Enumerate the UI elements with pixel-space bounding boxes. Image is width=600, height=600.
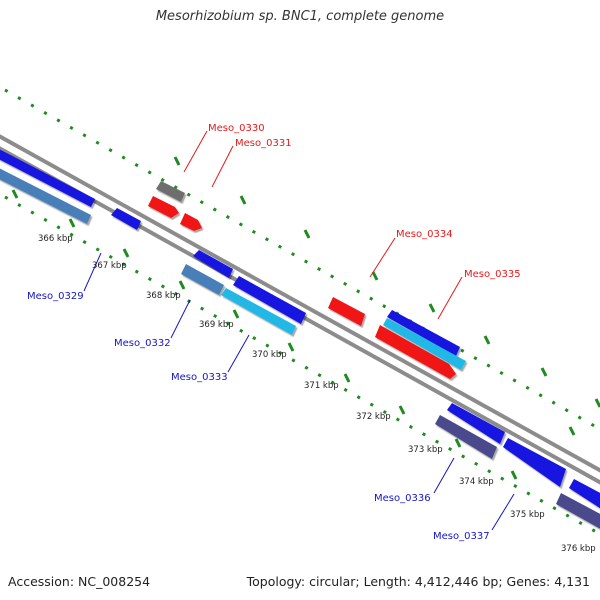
tick-label: 372 kbp [356, 412, 391, 422]
gene-upper-blue-a[interactable] [0, 147, 95, 207]
gene-upper-steel-a[interactable] [0, 166, 91, 224]
map-title: Mesorhizobium sp. BNC1, complete genome [155, 9, 445, 24]
gene-label[interactable]: Meso_0334 [396, 229, 453, 240]
tick-labels: 366 kbp 367 kbp 368 kbp 369 kbp 370 kbp … [38, 234, 596, 554]
gene-meso-0330[interactable] [156, 181, 185, 202]
reverse-genes [0, 147, 600, 532]
forward-genes [148, 181, 456, 379]
inner-dotted-ring [4, 195, 600, 536]
forward-leaders [183, 130, 463, 320]
gene-meso-0337-b[interactable] [556, 493, 600, 532]
tick-label: 369 kbp [199, 320, 234, 330]
gene-label[interactable]: Meso_0333 [171, 372, 228, 383]
tick-label: 373 kbp [408, 445, 443, 455]
tick-label: 370 kbp [252, 350, 287, 360]
gene-meso-0336-b[interactable] [435, 415, 497, 459]
gene-meso-0335-fwd[interactable] [375, 325, 456, 379]
gene-label[interactable]: Meso_0336 [374, 493, 431, 504]
accession-label: Accession: NC_008254 [8, 574, 151, 589]
gene-meso-0337-a[interactable] [569, 479, 600, 512]
reverse-leaders [83, 252, 515, 531]
gene-meso-0334[interactable] [328, 297, 365, 326]
gene-meso-0333-b[interactable] [221, 288, 296, 335]
gene-meso-0333-a[interactable] [233, 276, 306, 324]
gene-meso-0335-b[interactable] [383, 318, 466, 370]
tick-label: 368 kbp [146, 291, 181, 301]
major-ticks [0, 156, 600, 512]
gene-lower-blue-a[interactable] [503, 438, 566, 487]
tick-label: 374 kbp [459, 477, 494, 487]
gene-meso-0332-b[interactable] [181, 264, 224, 295]
gene-meso-0332-a[interactable] [193, 250, 233, 278]
gene-meso-0335-a[interactable] [387, 310, 460, 356]
tick-label: 376 kbp [561, 544, 596, 554]
gene-label[interactable]: Meso_0332 [114, 338, 171, 349]
gene-meso-0331-b[interactable] [180, 213, 202, 231]
reverse-gene-labels: Meso_0329 Meso_0332 Meso_0333 Meso_0336 … [27, 291, 490, 542]
tick-label: 366 kbp [38, 234, 73, 244]
tick-label: 367 kbp [92, 261, 127, 271]
gene-label[interactable]: Meso_0331 [235, 138, 292, 149]
gene-label[interactable]: Meso_0337 [433, 531, 490, 542]
forward-gene-labels: Meso_0330 Meso_0331 Meso_0334 Meso_0335 [208, 123, 521, 280]
tick-label: 375 kbp [510, 510, 545, 520]
gene-meso-0331-a[interactable] [148, 196, 179, 218]
gene-meso-0329[interactable] [111, 208, 141, 230]
gene-label[interactable]: Meso_0330 [208, 123, 265, 134]
tick-label: 371 kbp [304, 381, 339, 391]
genome-summary: Topology: circular; Length: 4,412,446 bp… [246, 574, 590, 589]
gene-label[interactable]: Meso_0335 [464, 269, 521, 280]
gene-label[interactable]: Meso_0329 [27, 291, 84, 302]
gene-meso-0336-a[interactable] [447, 403, 505, 444]
